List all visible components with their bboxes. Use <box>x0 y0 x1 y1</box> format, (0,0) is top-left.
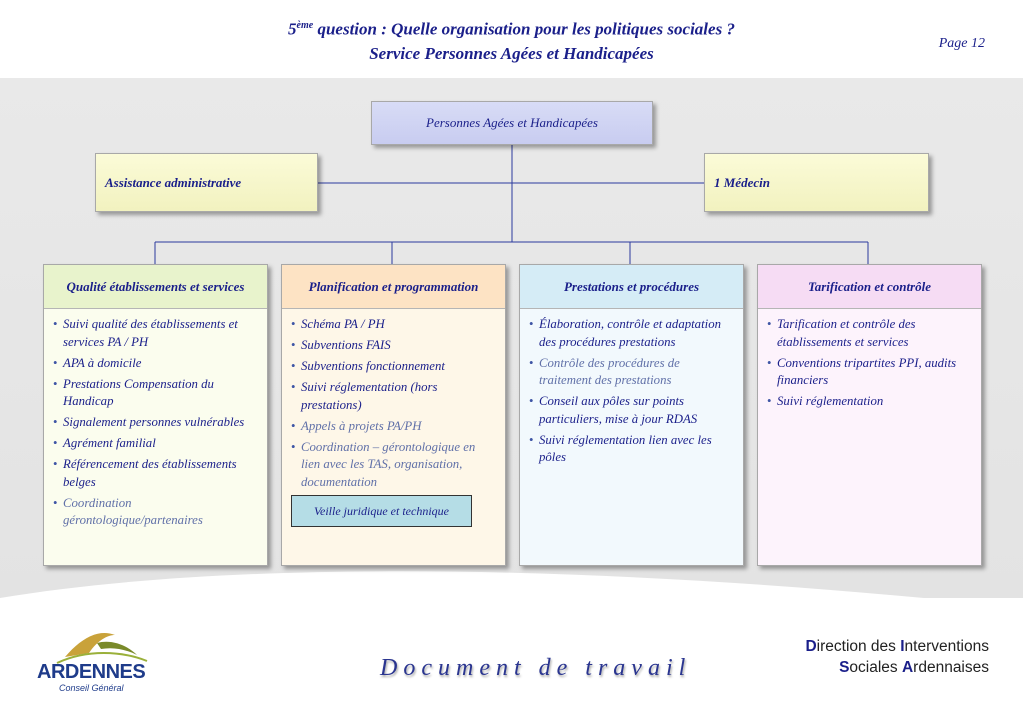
column-header: Prestations et procédures <box>520 265 743 309</box>
assistance-label: Assistance administrative <box>105 174 242 190</box>
list-item: Tarification et contrôle des établisseme… <box>767 316 973 351</box>
list-item: Suivi réglementation lien avec les pôles <box>529 432 735 467</box>
dir-initial: A <box>901 659 914 676</box>
dir-text: nterventions <box>904 638 989 655</box>
page-number: Page 12 <box>938 36 985 51</box>
column-header: Tarification et contrôle <box>758 265 981 309</box>
list-item: Référencement des établissements belges <box>53 456 259 491</box>
document-label: Document de travail <box>380 655 692 681</box>
column-qualite: Qualité établissements et services Suivi… <box>43 264 268 566</box>
ardennes-logo: ARDENNES Conseil Général <box>37 625 155 695</box>
logo-subtitle: Conseil Général <box>59 683 124 693</box>
list-item: APA à domicile <box>53 355 259 373</box>
dir-initial: S <box>839 659 850 676</box>
column-header: Planification et programmation <box>282 265 505 309</box>
list-item: Élaboration, contrôle et adaptation des … <box>529 316 735 351</box>
list-item: Subventions FAIS <box>291 337 497 355</box>
veille-juridique-box: Veille juridique et technique <box>291 495 472 527</box>
list-item: Conseil aux pôles sur points particulier… <box>529 393 735 428</box>
dir-initial: D <box>805 638 817 655</box>
column-prestations: Prestations et procédures Élaboration, c… <box>519 264 744 566</box>
header: 5ème question : Quelle organisation pour… <box>0 0 1023 78</box>
list-item: Prestations Compensation du Handicap <box>53 376 259 411</box>
list-item: Contrôle des procédures de traitement de… <box>529 355 735 390</box>
assistance-box: Assistance administrative <box>95 153 318 212</box>
list-item: Subventions fonctionnement <box>291 358 497 376</box>
list-item: Schéma PA / PH <box>291 316 497 334</box>
medecin-box: 1 Médecin <box>704 153 929 212</box>
list-item: Suivi réglementation (hors prestations) <box>291 379 497 414</box>
dir-text: irection des <box>816 638 901 655</box>
bottom-wave <box>0 571 1023 620</box>
list-item: Signalement personnes vulnérables <box>53 414 259 432</box>
org-root-label: Personnes Agées et Handicapées <box>426 115 598 130</box>
column-header: Qualité établissements et services <box>44 265 267 309</box>
title-text: question : Quelle organisation pour les … <box>313 19 735 39</box>
title-superscript: ème <box>296 20 314 31</box>
org-root-box: Personnes Agées et Handicapées <box>371 101 653 145</box>
list-item: Coordination gérontologique/partenaires <box>53 495 259 530</box>
column-list: Suivi qualité des établissements et serv… <box>44 309 267 530</box>
medecin-label: 1 Médecin <box>714 174 770 190</box>
column-tarification: Tarification et contrôle Tarification et… <box>757 264 982 566</box>
title-number: 5 <box>288 19 297 39</box>
list-item: Conventions tripartites PPI, audits fina… <box>767 355 973 390</box>
page-title: 5ème question : Quelle organisation pour… <box>0 14 1023 66</box>
logo-swoosh-icon <box>56 633 148 664</box>
list-item: Coordination – gérontologique en lien av… <box>291 439 497 492</box>
list-item: Appels à projets PA/PH <box>291 418 497 436</box>
column-list: Élaboration, contrôle et adaptation des … <box>520 309 743 467</box>
list-item: Agrément familial <box>53 435 259 453</box>
page-subtitle: Service Personnes Agées et Handicapées <box>369 43 654 63</box>
column-list: Tarification et contrôle des établisseme… <box>758 309 981 411</box>
dir-initial: I <box>900 638 905 655</box>
dir-text: rdennaises <box>913 659 989 676</box>
list-item: Suivi réglementation <box>767 393 973 411</box>
dir-text: ociales <box>849 659 902 676</box>
logo-name: ARDENNES <box>37 661 146 683</box>
list-item: Suivi qualité des établissements et serv… <box>53 316 259 351</box>
direction-label: Direction des Interventions Sociales Ard… <box>805 636 989 678</box>
column-list: Schéma PA / PH Subventions FAIS Subventi… <box>282 309 505 491</box>
